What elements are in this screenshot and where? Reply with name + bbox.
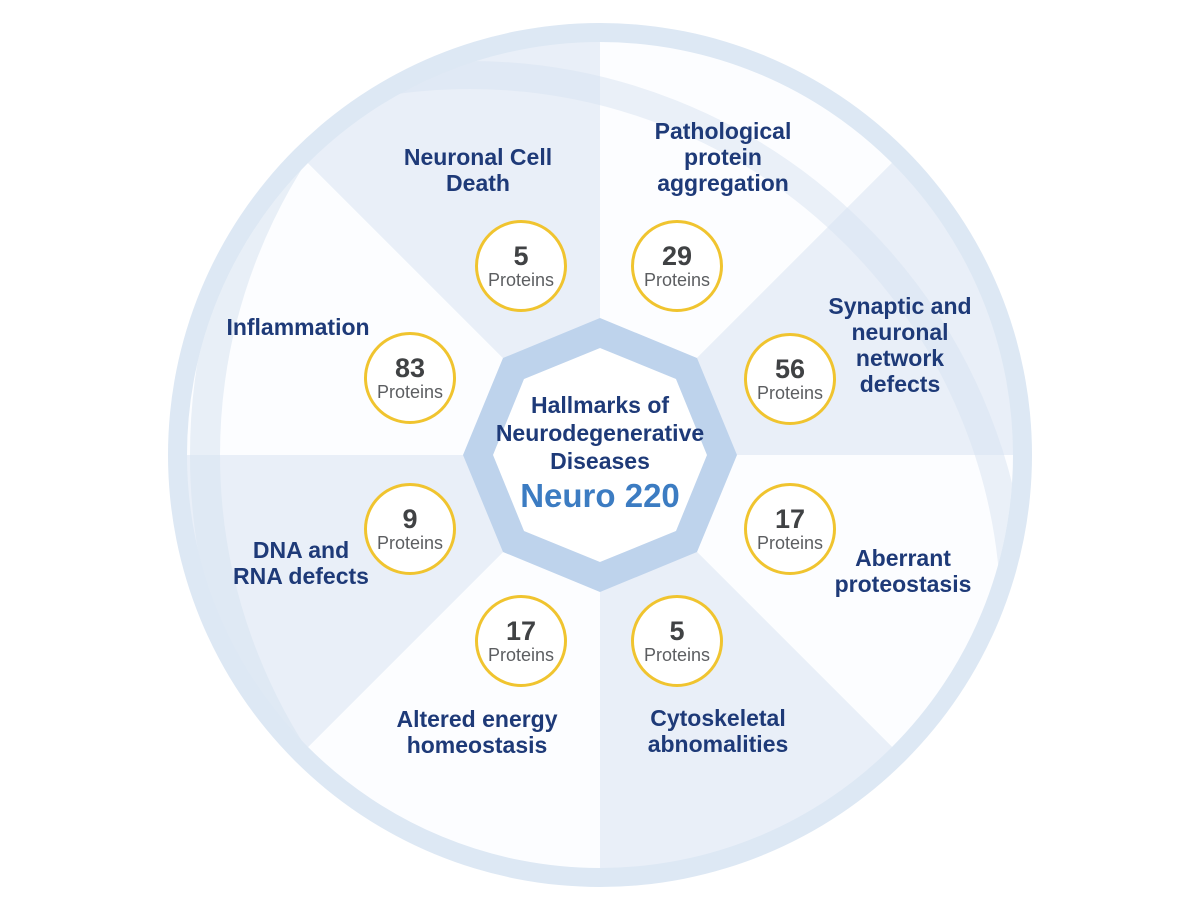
protein-unit-label: Proteins [376,381,444,402]
protein-count-badge-dna-rna-defects: 9 Proteins [364,483,456,575]
protein-count: 17 [774,503,806,534]
segment-label-dna-rna-defects: DNA and RNA defects [233,537,369,589]
protein-unit-label: Proteins [487,269,555,290]
decorative-arc-left [190,42,1013,868]
protein-unit-label: Proteins [643,644,711,665]
center-subtitle: Neuro 220 [520,477,680,514]
protein-count: 83 [394,352,426,383]
segment-label-inflammation: Inflammation [226,314,370,340]
protein-count: 17 [505,615,537,646]
protein-count: 5 [669,615,685,646]
protein-count: 5 [513,240,529,271]
protein-unit-label: Proteins [643,269,711,290]
protein-unit-label: Proteins [376,532,444,553]
center-title: Hallmarks of Neurodegenerative Diseases [495,392,705,474]
center-octagon-fill [493,348,707,562]
decorative-arc-right [187,61,1013,868]
protein-count: 29 [661,240,693,271]
segment-label-neuronal-cell-death: Neuronal Cell Death [403,144,553,196]
segment-label-synaptic-neuronal-network-defects: Synaptic and neuronal network defects [828,293,972,397]
protein-count-badge-synaptic-neuronal-network-defects: 56 Proteins [744,333,836,425]
protein-count: 56 [774,353,806,384]
protein-count-badge-inflammation: 83 Proteins [364,332,456,424]
segment-label-cytoskeletal-abnomalities: Cytoskeletal abnomalities [647,705,789,757]
protein-count-badge-neuronal-cell-death: 5 Proteins [475,220,567,312]
protein-count-badge-aberrant-proteostasis: 17 Proteins [744,483,836,575]
protein-unit-label: Proteins [756,382,824,403]
protein-unit-label: Proteins [756,532,824,553]
protein-count-badge-pathological-protein-aggregation: 29 Proteins [631,220,723,312]
protein-count: 9 [402,503,418,534]
protein-unit-label: Proteins [487,644,555,665]
protein-count-badge-altered-energy-homeostasis: 17 Proteins [475,595,567,687]
segment-label-pathological-protein-aggregation: Pathological protein aggregation [654,118,792,196]
segment-label-aberrant-proteostasis: Aberrant proteostasis [834,545,972,597]
protein-count-badge-cytoskeletal-abnomalities: 5 Proteins [631,595,723,687]
segment-label-altered-energy-homeostasis: Altered energy homeostasis [396,706,558,758]
